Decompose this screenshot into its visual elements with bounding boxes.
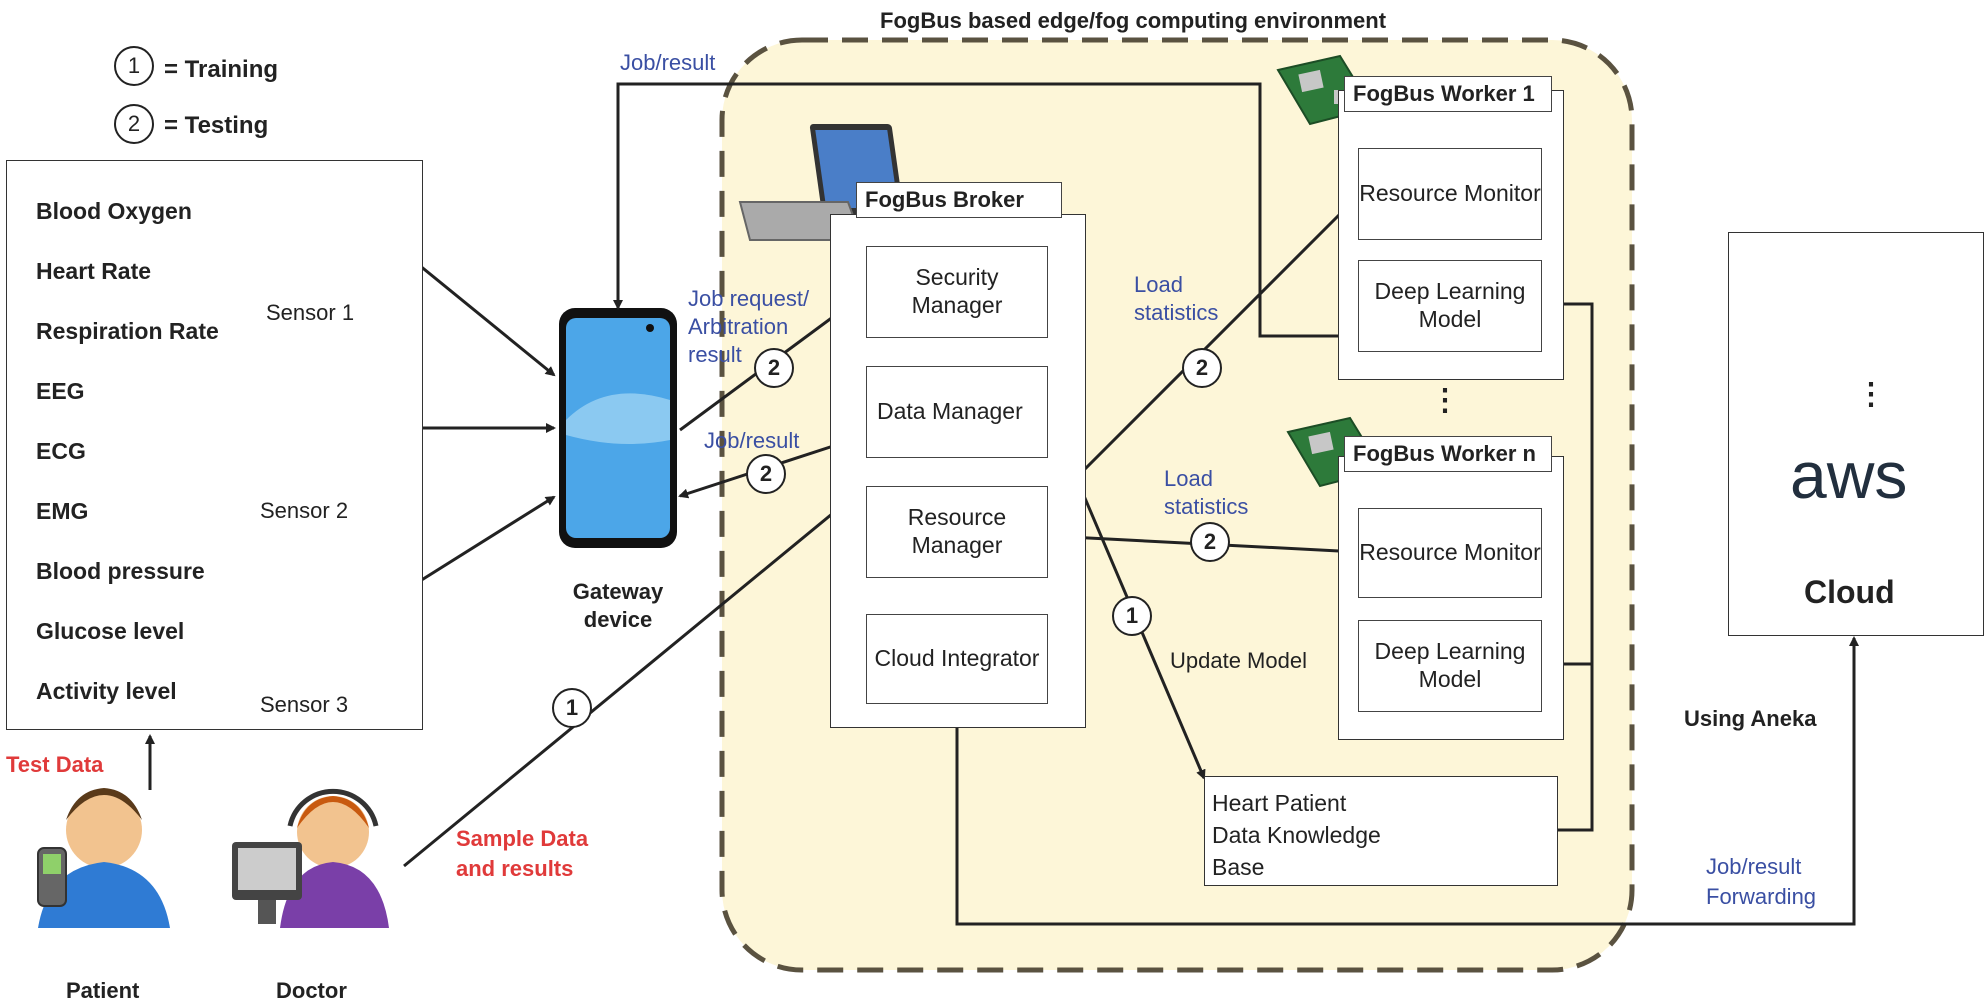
sensor-3-label: Sensor 3 (260, 692, 349, 717)
doctor-label: Doctor (276, 978, 347, 1003)
patient-label: Patient (66, 978, 140, 1003)
test-data-label: Test Data (6, 752, 104, 777)
step-marker-load-stats-1: 2 (1182, 348, 1222, 388)
legend-marker-1: 1 (114, 46, 154, 86)
sensor-item-glucose-level: Glucose level (36, 618, 185, 644)
step-marker-load-stats-2: 2 (1190, 522, 1230, 562)
edge-label-job-request-line3: result (688, 342, 742, 367)
edge-label-forwarding-line1: Job/result (1706, 854, 1802, 879)
sensor-item-blood-oxygen: Blood Oxygen (36, 198, 192, 224)
knowledge-base-line3: Base (1212, 854, 1265, 880)
edge-label-load-stats-2-line1: Load (1164, 466, 1213, 491)
fogbus-worker-n-title: FogBus Worker n (1344, 436, 1552, 472)
edge-label-update-model: Update Model (1170, 648, 1307, 673)
sensor-2-label: Sensor 2 (260, 498, 349, 523)
legend-testing-label: = Testing (164, 112, 269, 139)
arrow-kb-to-models (1546, 299, 1594, 832)
sensor-item-eeg: EEG (36, 378, 85, 404)
aws-label: aws (1790, 438, 1908, 512)
resource-manager-box: Resource Manager (866, 486, 1048, 578)
step-marker-job-result: 2 (746, 454, 786, 494)
arrow-cloud-forwarding (955, 636, 1859, 926)
fogbus-broker-title: FogBus Broker (856, 182, 1062, 218)
arrow-sample-data (403, 484, 868, 868)
sensor-item-emg: EMG (36, 498, 89, 524)
sensor-panel (6, 160, 423, 730)
doctor-person-icon (232, 788, 389, 928)
azure-label: Azure (1826, 328, 1884, 353)
data-manager-box: Data Manager (866, 366, 1048, 458)
knowledge-base-line2: Data Knowledge (1212, 822, 1381, 848)
edge-label-load-stats-1-line2: statistics (1134, 300, 1219, 325)
step-marker-sample-data: 1 (552, 688, 592, 728)
knowledge-base-line1: Heart Patient (1212, 790, 1347, 816)
edge-label-job-result-mid: Job/result (704, 428, 800, 453)
gateway-label-line1: Gateway (572, 579, 664, 604)
fogbus-worker-1-title: FogBus Worker 1 (1344, 76, 1552, 112)
edge-label-forwarding-line2: Forwarding (1706, 884, 1817, 909)
gateway-label: Gateway device (556, 578, 680, 633)
sensor-item-activity-level: Activity level (36, 678, 177, 704)
edge-label-load-stats-1-line1: Load (1134, 272, 1183, 297)
using-aneka-label: Using Aneka (1684, 706, 1817, 731)
worker-n-resource-monitor-box: Resource Monitor (1358, 508, 1542, 598)
sensor-item-respiration-rate: Respiration Rate (36, 318, 219, 344)
patient-person-icon (37, 788, 170, 928)
step-marker-update-model: 1 (1112, 596, 1152, 636)
sensor-item-ecg: ECG (36, 438, 86, 464)
worker-n-deep-learning-model-box: Deep Learning Model (1358, 620, 1542, 712)
diagram-title: FogBus based edge/fog computing environm… (880, 8, 1387, 33)
legend-training-label: = Training (164, 56, 279, 83)
knowledge-base-box (1204, 776, 1558, 886)
arrow-sensor3-gateway (411, 495, 556, 588)
workers-ellipsis: ⋮ (1430, 384, 1460, 417)
worker-1-deep-learning-model-box: Deep Learning Model (1358, 260, 1542, 352)
gateway-label-line2: device (583, 606, 653, 632)
sensor-1-label: Sensor 1 (266, 300, 355, 325)
cloud-panel (1728, 232, 1984, 636)
sensor-item-blood-pressure: Blood pressure (36, 558, 205, 584)
edge-label-job-request-line2: Arbitration (688, 314, 789, 339)
security-manager-box: Security Manager (866, 246, 1048, 338)
worker-1-resource-monitor-box: Resource Monitor (1358, 148, 1542, 240)
sensor-item-heart-rate: Heart Rate (36, 258, 152, 284)
edge-label-load-stats-2-line2: statistics (1164, 494, 1249, 519)
smartphone-icon (559, 308, 677, 548)
cloud-integrator-box: Cloud Integrator (866, 614, 1048, 704)
cloud-ellipsis: ⋮ (1856, 378, 1886, 411)
cloud-label: Cloud (1804, 574, 1895, 610)
sample-data-label-line2: and results (456, 856, 574, 881)
legend-marker-2: 2 (114, 104, 154, 144)
edge-label-job-result-top: Job/result (620, 50, 716, 75)
edge-label-job-request-line1: Job request/ (688, 286, 810, 311)
sample-data-label-line1: Sample Data (456, 826, 589, 851)
step-marker-job-request: 2 (754, 348, 794, 388)
